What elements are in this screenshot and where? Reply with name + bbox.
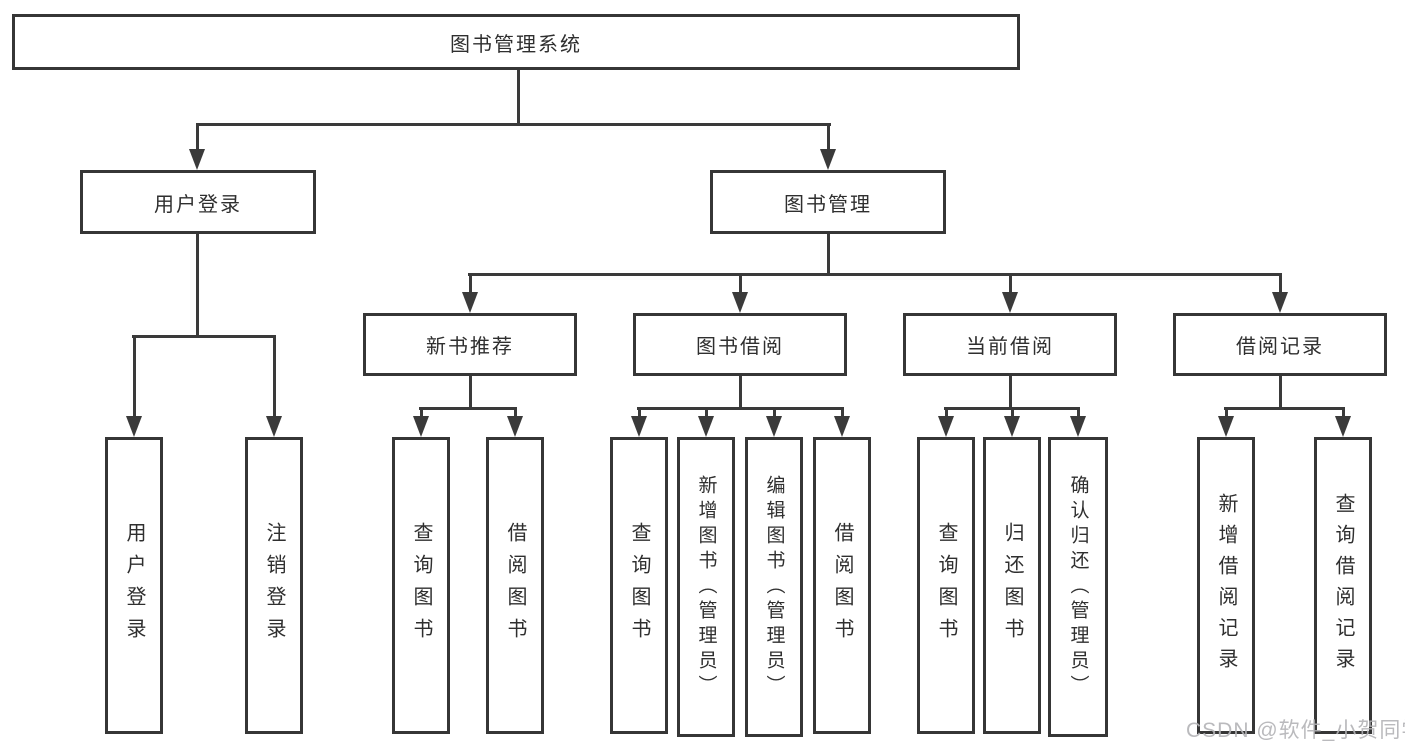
connector-drop bbox=[1225, 407, 1228, 418]
arrowhead-down bbox=[834, 416, 850, 437]
arrowhead-down bbox=[938, 416, 954, 437]
connector-drop bbox=[196, 123, 199, 151]
node-new-book-recommend: 新书推荐 bbox=[363, 313, 577, 376]
arrowhead-down bbox=[507, 416, 523, 437]
leaf-label: 查询图书 bbox=[935, 521, 957, 650]
connector-drop bbox=[133, 335, 136, 418]
connector-drop bbox=[420, 407, 423, 418]
connector-drop bbox=[638, 407, 641, 418]
connector-drop bbox=[705, 407, 708, 418]
leaf-label: 注销登录 bbox=[263, 521, 285, 650]
connector-drop bbox=[827, 123, 830, 151]
arrowhead-down bbox=[266, 416, 282, 437]
connector-drop bbox=[773, 407, 776, 418]
connector-drop bbox=[1009, 273, 1012, 294]
leaf-label: 用户登录 bbox=[123, 521, 145, 650]
leaf-label: 借阅图书 bbox=[831, 521, 853, 650]
watermark: CSDN @软件_小贺同学 bbox=[1186, 719, 1405, 742]
connector-stem bbox=[827, 234, 830, 276]
node-book-borrowing: 图书借阅 bbox=[633, 313, 847, 376]
connector-drop bbox=[514, 407, 517, 418]
leaf-logout: 注销登录 bbox=[245, 437, 303, 734]
node-borrow-records: 借阅记录 bbox=[1173, 313, 1387, 376]
arrowhead-down bbox=[1004, 416, 1020, 437]
arrowhead-down bbox=[820, 149, 836, 170]
connector-drop bbox=[1011, 407, 1014, 418]
node-user-login: 用户登录 bbox=[80, 170, 316, 234]
connector-drop bbox=[945, 407, 948, 418]
connector-bar bbox=[468, 273, 1282, 276]
leaf-label: 借阅图书 bbox=[504, 521, 526, 650]
connector-bar bbox=[419, 407, 517, 410]
arrowhead-down bbox=[1272, 292, 1288, 313]
arrowhead-down bbox=[1218, 416, 1234, 437]
leaf-query-borrow-record: 查询借阅记录 bbox=[1314, 437, 1372, 734]
arrowhead-down bbox=[189, 149, 205, 170]
connector-stem bbox=[469, 376, 472, 410]
node-system-root: 图书管理系统 bbox=[12, 14, 1020, 70]
leaf-return-books: 归还图书 bbox=[983, 437, 1041, 734]
connector-bar bbox=[1224, 407, 1345, 410]
connector-bar bbox=[196, 123, 831, 126]
arrowhead-down bbox=[732, 292, 748, 313]
arrowhead-down bbox=[631, 416, 647, 437]
leaf-label: 查询图书 bbox=[410, 521, 432, 650]
leaf-label: 查询借阅记录 bbox=[1332, 492, 1354, 679]
connector-drop bbox=[273, 335, 276, 418]
connector-drop bbox=[739, 273, 742, 294]
leaf-label: 编辑图书（管理员） bbox=[763, 474, 785, 700]
leaf-borrow-books-recommend: 借阅图书 bbox=[486, 437, 544, 734]
arrowhead-down bbox=[766, 416, 782, 437]
leaf-confirm-return-admin: 确认归还（管理员） bbox=[1048, 437, 1108, 737]
leaf-query-books-recommend: 查询图书 bbox=[392, 437, 450, 734]
arrowhead-down bbox=[698, 416, 714, 437]
arrowhead-down bbox=[1002, 292, 1018, 313]
leaf-label: 归还图书 bbox=[1001, 521, 1023, 650]
leaf-user-login: 用户登录 bbox=[105, 437, 163, 734]
connector-stem bbox=[1009, 376, 1012, 410]
connector-stem bbox=[196, 234, 199, 338]
leaf-label: 新增借阅记录 bbox=[1215, 492, 1237, 679]
arrowhead-down bbox=[413, 416, 429, 437]
leaf-add-borrow-record: 新增借阅记录 bbox=[1197, 437, 1255, 734]
arrowhead-down bbox=[126, 416, 142, 437]
leaf-edit-books-admin: 编辑图书（管理员） bbox=[745, 437, 803, 737]
leaf-label: 确认归还（管理员） bbox=[1067, 474, 1089, 700]
leaf-add-books-admin: 新增图书（管理员） bbox=[677, 437, 735, 737]
leaf-query-books-borrowing: 查询图书 bbox=[610, 437, 668, 734]
connector-drop bbox=[1342, 407, 1345, 418]
connector-drop bbox=[1077, 407, 1080, 418]
connector-stem bbox=[1279, 376, 1282, 410]
connector-drop bbox=[469, 273, 472, 294]
connector-bar bbox=[637, 407, 844, 410]
node-current-borrowing: 当前借阅 bbox=[903, 313, 1117, 376]
arrowhead-down bbox=[462, 292, 478, 313]
connector-drop bbox=[1279, 273, 1282, 294]
node-book-management: 图书管理 bbox=[710, 170, 946, 234]
connector-bar bbox=[132, 335, 276, 338]
arrowhead-down bbox=[1070, 416, 1086, 437]
connector-stem bbox=[517, 70, 520, 126]
leaf-query-books-current: 查询图书 bbox=[917, 437, 975, 734]
leaf-label: 查询图书 bbox=[628, 521, 650, 650]
connector-drop bbox=[841, 407, 844, 418]
leaf-borrow-books-borrowing: 借阅图书 bbox=[813, 437, 871, 734]
leaf-label: 新增图书（管理员） bbox=[695, 474, 717, 700]
connector-stem bbox=[739, 376, 742, 410]
arrowhead-down bbox=[1335, 416, 1351, 437]
